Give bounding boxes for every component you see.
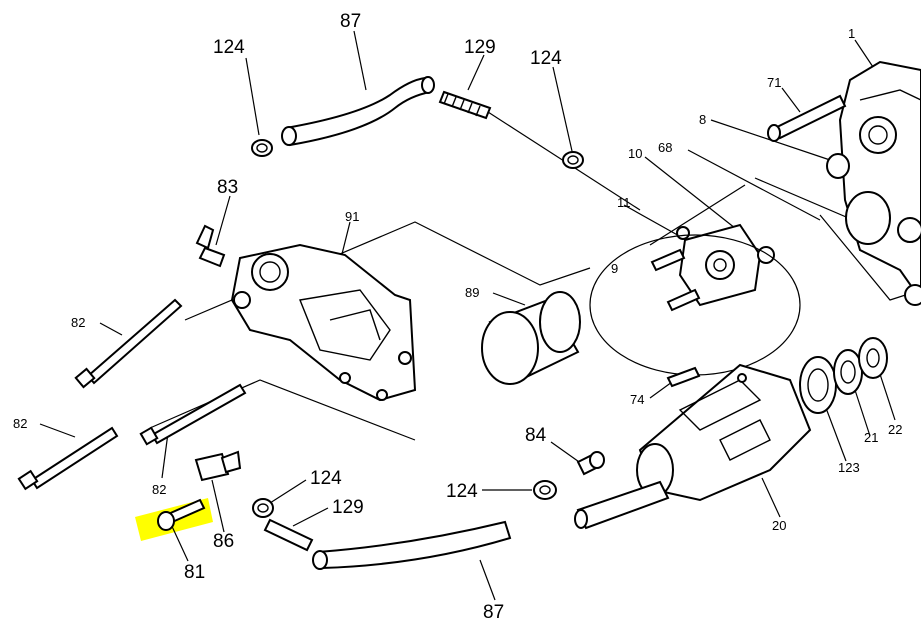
label-11: 11 [617,195,631,210]
filter-89 [481,291,581,385]
label-87-low: 87 [483,602,504,623]
label-83: 83 [217,177,238,198]
label-86: 86 [213,531,234,552]
label-81: 81 [184,562,205,583]
bolt-82-c [139,383,247,446]
label-20: 20 [772,518,786,533]
label-124-top-left: 124 [213,37,245,58]
screw-81 [157,498,206,531]
label-74: 74 [630,392,644,407]
label-9: 9 [611,261,618,276]
screws-9 [650,248,701,312]
bolt-71 [767,94,847,142]
bolt-82-a [74,298,183,389]
stud-129-low [263,518,314,552]
valve-body-91 [230,243,417,402]
pump-housing-1 [838,60,921,306]
label-10: 10 [628,146,642,161]
label-82-a: 82 [71,315,85,330]
label-124-low: 124 [310,468,342,489]
label-82-c: 82 [152,482,166,497]
clamp-124-top-mid [562,151,584,169]
o-ring-8 [826,153,850,179]
washer-22 [858,337,888,379]
hose-87-low [312,520,512,570]
label-91: 91 [345,209,359,224]
fitting-83 [195,224,226,268]
seal-123 [799,356,837,414]
label-124-top-mid: 124 [530,48,562,69]
label-82-b: 82 [13,416,27,431]
stud-129-top [438,90,492,120]
callout-labels: 87 124 129 124 1 71 8 10 68 83 91 11 9 8… [13,11,902,623]
bolt-82-b [17,426,119,491]
clamp-124-mid [533,480,557,500]
label-68: 68 [658,140,672,155]
label-71: 71 [767,75,781,90]
label-84: 84 [525,425,547,446]
bolt-74 [666,366,701,388]
o-ring-68 [845,191,891,245]
label-21: 21 [864,430,878,445]
label-8: 8 [699,112,706,127]
flange-plate-10 [676,223,775,307]
clamp-124-top-left [251,139,273,157]
shaft [574,480,670,530]
label-129-top: 129 [464,37,496,58]
washer-21 [833,349,863,395]
label-129-low: 129 [332,497,364,518]
label-89: 89 [465,285,479,300]
label-22: 22 [888,422,902,437]
label-87-top: 87 [340,11,361,32]
plug-84 [576,451,605,476]
label-1: 1 [848,26,855,41]
label-123: 123 [838,460,860,475]
hose-87-top [281,76,435,147]
fitting-86 [194,450,242,482]
clamp-124-low [252,498,274,518]
housing-20 [636,363,812,502]
label-124-mid: 124 [446,481,478,502]
